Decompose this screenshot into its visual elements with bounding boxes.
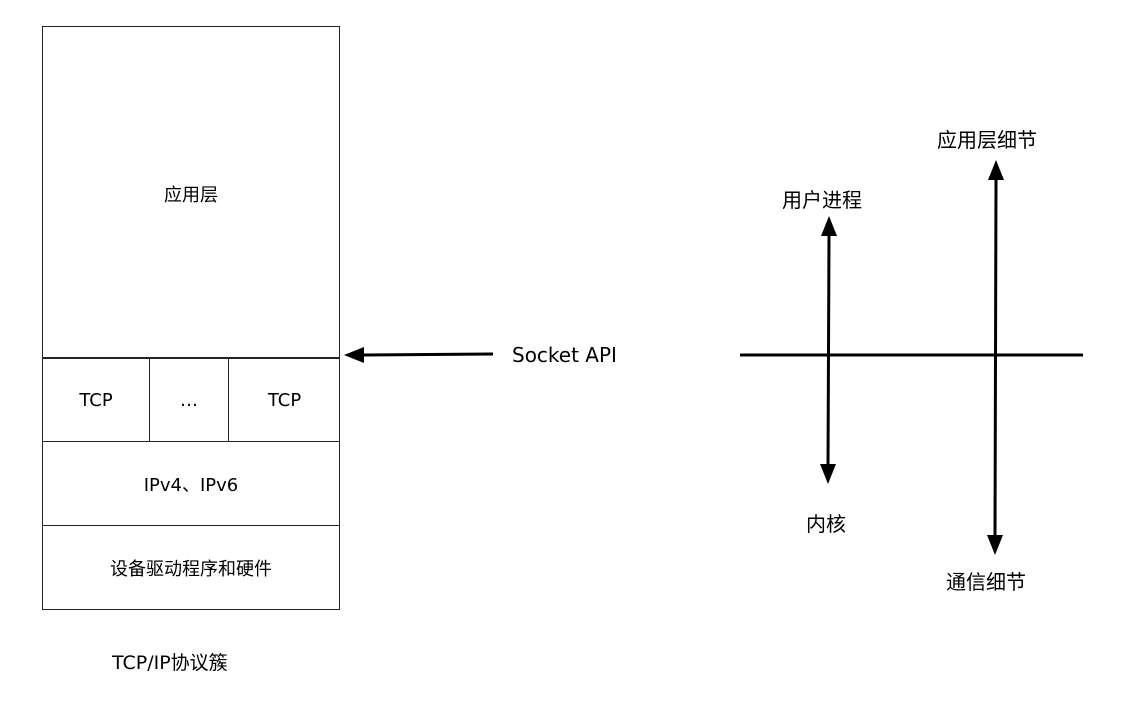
socket-api-arrowhead	[344, 347, 364, 363]
transport-cell-label: …	[180, 389, 198, 411]
left-axis-down-arrowhead	[820, 464, 836, 484]
socket-api-arrow	[361, 352, 494, 357]
right-axis-up-arrowhead	[988, 160, 1004, 180]
network-layer-label: IPv4、IPv6	[143, 474, 239, 496]
user-process-label: 用户进程	[782, 188, 862, 212]
application-layer-label: 应用层	[164, 185, 218, 206]
transport-layer: TCP … TCP	[43, 357, 339, 441]
kernel-label: 内核	[806, 512, 846, 536]
transport-cell: TCP	[229, 359, 340, 441]
protocol-stack: 应用层 TCP … TCP IPv4、IPv6 设备驱动程序和硬件	[42, 26, 340, 610]
communication-detail-label: 通信细节	[946, 570, 1026, 594]
right-axis-line	[993, 179, 998, 537]
link-layer-label: 设备驱动程序和硬件	[110, 559, 272, 580]
transport-cell: …	[149, 359, 229, 441]
transport-cell: TCP	[43, 359, 149, 441]
link-layer: 设备驱动程序和硬件	[43, 525, 339, 610]
application-layer: 应用层	[43, 27, 339, 357]
socket-api-label: Socket API	[512, 343, 617, 367]
right-axis-down-arrowhead	[987, 535, 1003, 555]
stack-caption: TCP/IP协议簇	[112, 652, 228, 674]
network-layer: IPv4、IPv6	[43, 441, 339, 525]
transport-cell-label: TCP	[267, 389, 302, 411]
application-detail-label: 应用层细节	[937, 128, 1037, 152]
left-axis-up-arrowhead	[821, 216, 837, 236]
transport-cell-label: TCP	[79, 389, 113, 411]
left-axis-line	[826, 235, 831, 467]
